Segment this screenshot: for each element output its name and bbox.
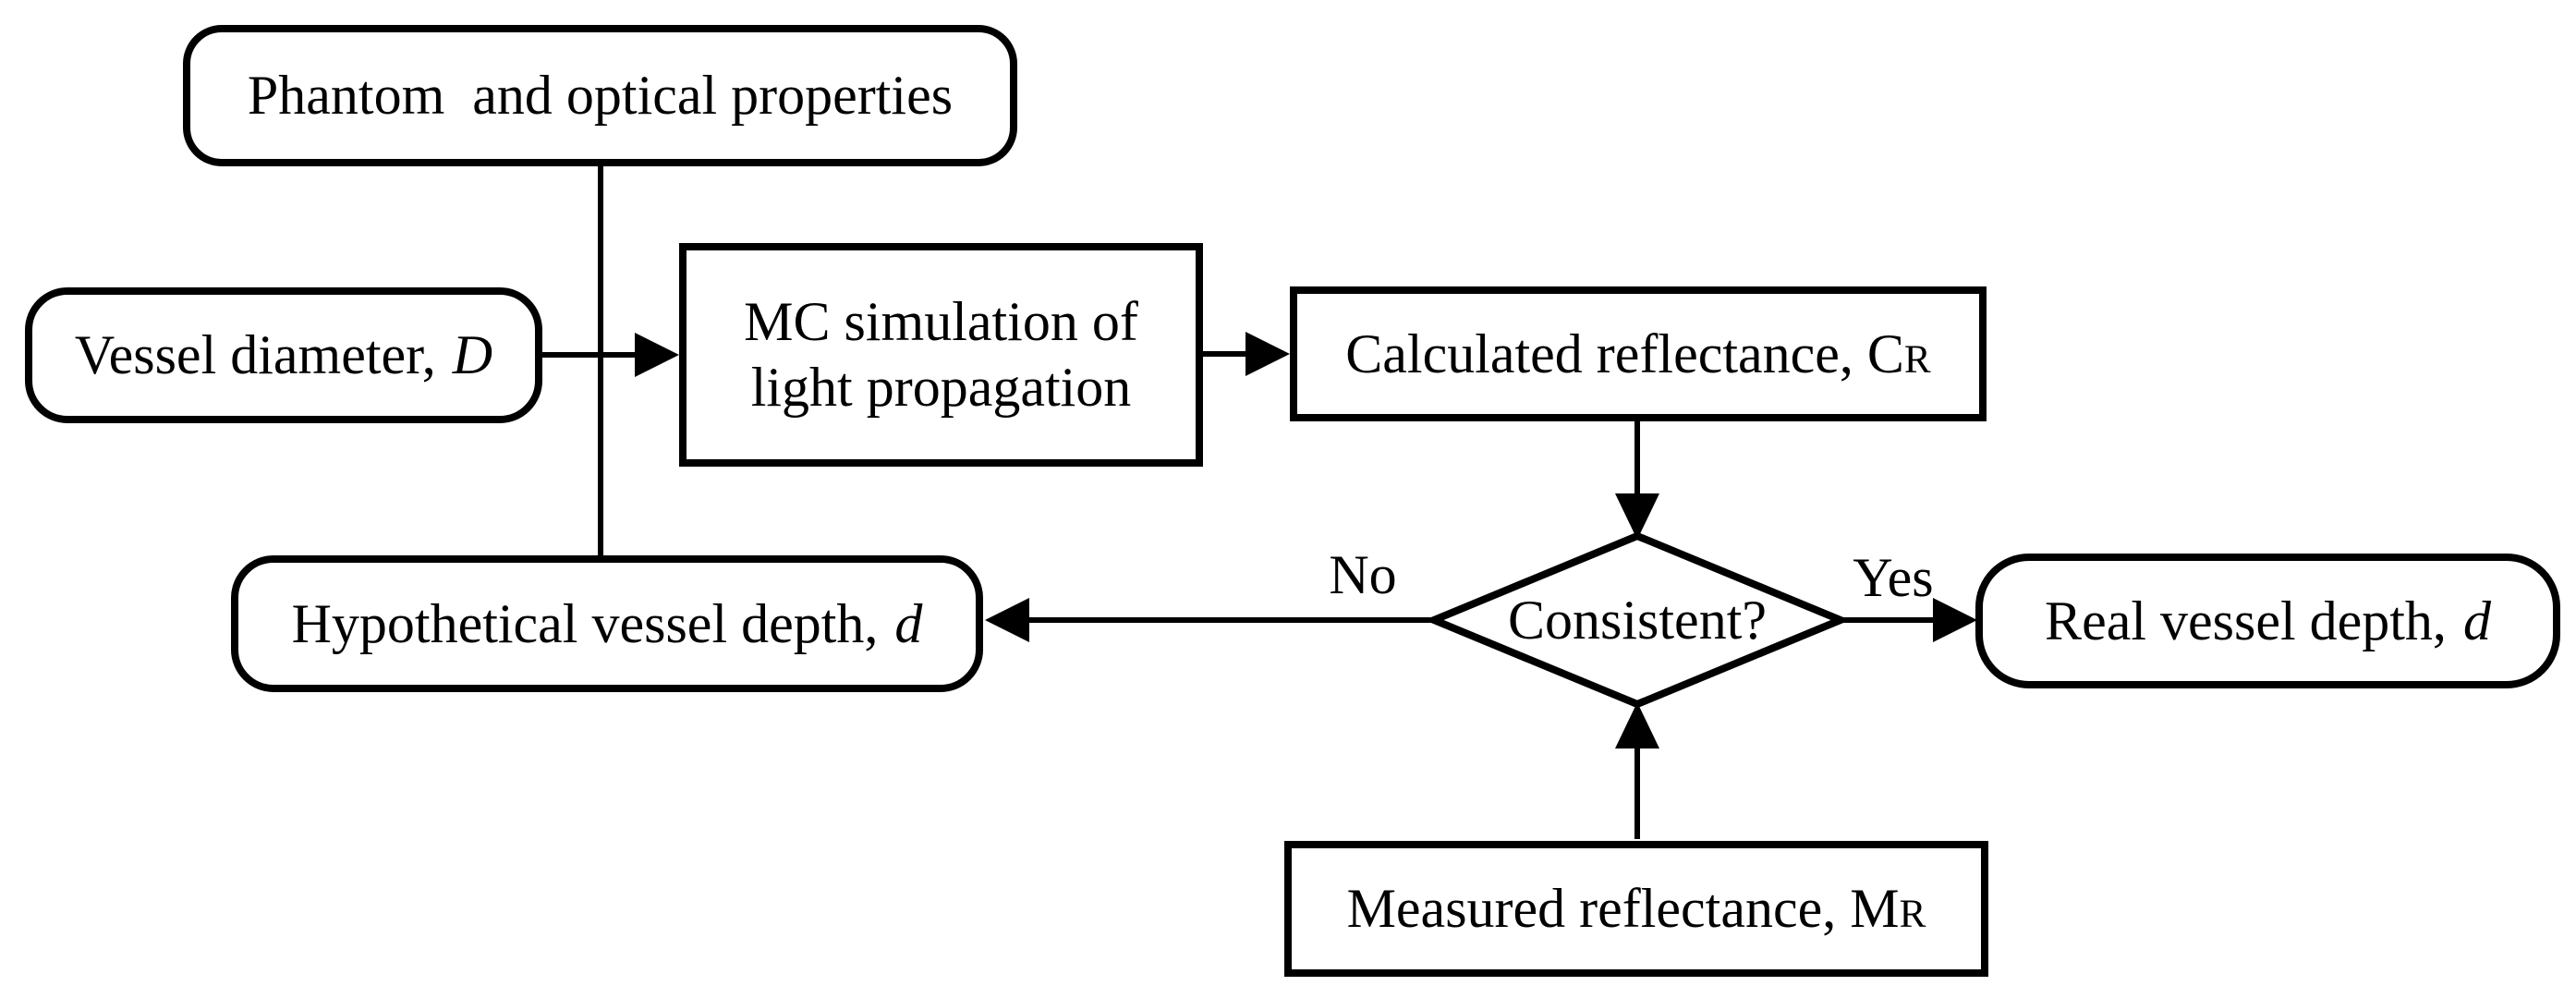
arrowhead-measured-decision — [1615, 702, 1659, 748]
node-phantom: Phantom and optical properties — [183, 25, 1017, 166]
edge-label-yes: Yes — [1819, 547, 1967, 608]
decision-question-text: Consistent? — [1508, 589, 1767, 651]
edge-label-yes-text: Yes — [1853, 546, 1934, 608]
node-real-vessel-depth-label: Real vessel depth, d — [2045, 589, 2491, 654]
arrowhead-vessel-mc — [635, 333, 679, 377]
arrowhead-decision-real — [1933, 598, 1977, 642]
node-measured-reflectance: Measured reflectance, MR — [1284, 841, 1988, 977]
node-measured-reflectance-symbol: R — [1899, 893, 1926, 937]
arrowhead-mc-calc — [1245, 332, 1290, 376]
node-decision-label: Consistent? — [1452, 590, 1822, 651]
node-calculated-reflectance-label: Calculated reflectance, CR — [1345, 322, 1930, 387]
node-vessel-diameter-label: Vessel diameter, D — [75, 323, 492, 388]
node-calculated-reflectance-symbol: R — [1903, 337, 1931, 382]
node-hypothetical-vessel-depth: Hypothetical vessel depth, d — [231, 555, 983, 692]
edge-label-no-text: No — [1329, 543, 1397, 605]
node-measured-reflectance-text: Measured reflectance, M — [1346, 878, 1900, 940]
node-real-vessel-depth: Real vessel depth, d — [1975, 554, 2560, 688]
node-hypothetical-vessel-depth-text: Hypothetical vessel depth, — [291, 592, 893, 654]
node-measured-reflectance-label: Measured reflectance, MR — [1347, 876, 1926, 942]
node-calculated-reflectance-text: Calculated reflectance, C — [1345, 323, 1904, 384]
node-real-vessel-depth-text: Real vessel depth, — [2045, 590, 2461, 651]
node-vessel-diameter-symbol: D — [452, 324, 493, 386]
node-calculated-reflectance: Calculated reflectance, CR — [1290, 286, 1987, 421]
node-vessel-diameter: Vessel diameter, D — [25, 287, 542, 423]
edge-label-no: No — [1289, 544, 1437, 605]
arrowhead-calc-decision — [1615, 493, 1659, 540]
node-hypothetical-vessel-depth-label: Hypothetical vessel depth, d — [292, 591, 923, 657]
node-mc-simulation: MC simulation of light propagation — [679, 243, 1203, 467]
node-phantom-label: Phantom and optical properties — [247, 65, 954, 127]
node-mc-simulation-label: MC simulation of light propagation — [744, 291, 1138, 418]
arrowhead-decision-hypo — [985, 598, 1029, 642]
node-vessel-diameter-text: Vessel diameter, — [74, 324, 450, 386]
node-real-vessel-depth-symbol: d — [2462, 590, 2491, 651]
node-hypothetical-vessel-depth-symbol: d — [894, 592, 923, 654]
